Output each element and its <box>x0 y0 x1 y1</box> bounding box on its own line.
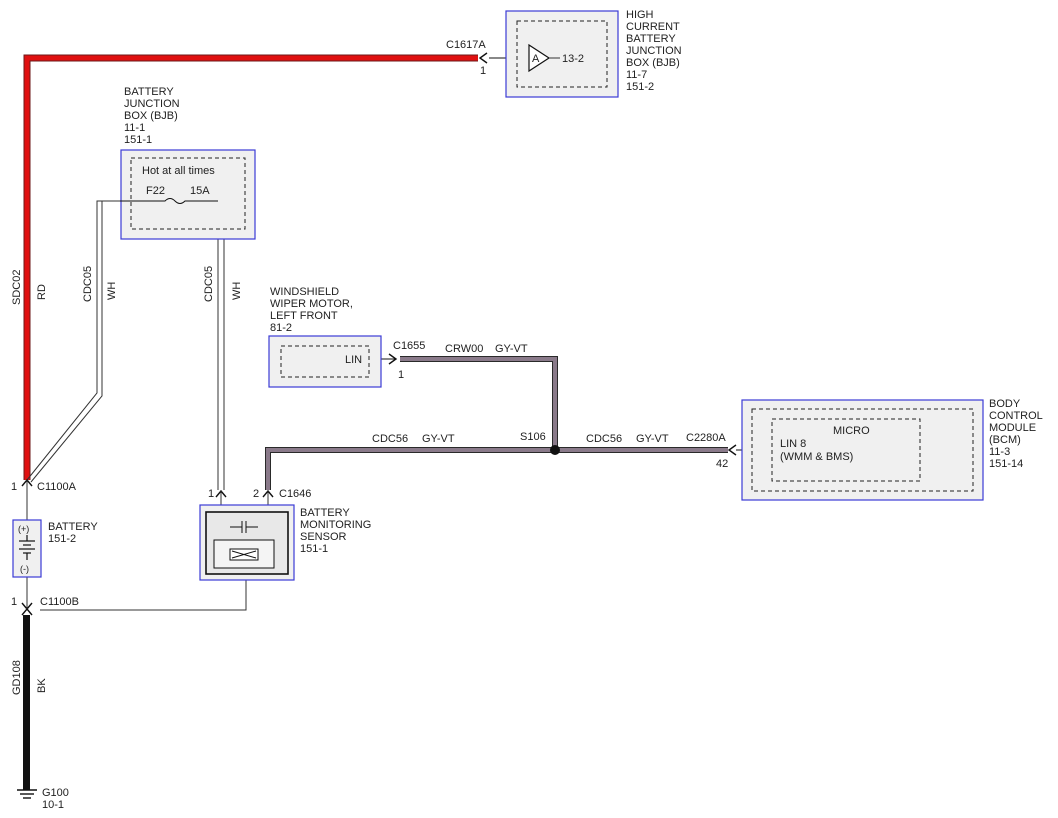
bcm-label-5: 11-3 <box>989 446 1010 458</box>
sensor-capacitor-icon <box>230 521 258 533</box>
component-hcbjb: A 13-2 HIGH CURRENT BATTERY JUNCTION BOX… <box>505 9 682 98</box>
bjb-label-1: BATTERY <box>124 86 174 98</box>
bms-label-3: SENSOR <box>300 531 347 543</box>
wire-gd108-circuit: GD108 <box>11 660 23 695</box>
bjb-fuse-rating: 15A <box>190 185 210 197</box>
battery-plus: (+) <box>18 524 29 534</box>
bcm-micro-title: MICRO <box>833 425 870 437</box>
wire-crw00-color: GY-VT <box>495 343 528 355</box>
wire-crw00-circuit: CRW00 <box>445 343 483 355</box>
c1617a-pin: 1 <box>480 65 486 77</box>
bcm-label-2: CONTROL <box>989 410 1043 422</box>
component-battery-monitoring-sensor: BATTERY MONITORING SENSOR 151-1 <box>199 504 371 581</box>
fuse-link-icon <box>528 43 551 73</box>
wire-cdc05-left-circuit: CDC05 <box>82 266 94 302</box>
bjb-label-2: JUNCTION <box>124 98 180 110</box>
hcbjb-label-5: BOX (BJB) <box>626 57 680 69</box>
component-wiper-motor: LIN WINDSHIELD WIPER MOTOR, LEFT FRONT 8… <box>268 286 382 388</box>
bcm-label-3: MODULE <box>989 422 1036 434</box>
wire-cdc56-right-color: GY-VT <box>636 433 669 445</box>
bcm-label-4: (BCM) <box>989 434 1021 446</box>
sensor-resistor-icon <box>229 548 259 561</box>
wiper-label-2: WIPER MOTOR, <box>270 298 353 310</box>
wire-cdc56-left <box>265 447 555 490</box>
wire-cdc05-left-color: WH <box>106 282 118 300</box>
wiper-pin-label: LIN <box>345 354 362 366</box>
c2280a-arrow <box>727 444 737 456</box>
ground-icon <box>17 789 37 799</box>
component-bcm: MICRO LIN 8 (WMM & BMS) BODY CONTROL MOD… <box>741 398 1043 501</box>
c1617a-arrow <box>478 52 488 64</box>
c1655-name: C1655 <box>393 340 425 352</box>
bcm-micro-line-1: LIN 8 <box>780 438 806 450</box>
wire-cdc56-left-color: GY-VT <box>422 433 455 445</box>
bjb-label-5: 151-1 <box>124 134 152 146</box>
wiper-label-3: LEFT FRONT <box>270 310 338 322</box>
battery-cells-icon <box>19 535 35 560</box>
c1100a-pin: 1 <box>11 481 17 493</box>
component-bjb: Hot at all times F22 15A BATTERY JUNCTIO… <box>120 86 256 240</box>
bjb-fuse-id: F22 <box>146 185 165 197</box>
wire-cdc05-right-color: WH <box>231 282 243 300</box>
wiper-label-1: WINDSHIELD <box>270 286 339 298</box>
hcbjb-label-7: 151-2 <box>626 81 654 93</box>
battery-minus: (-) <box>20 564 29 574</box>
splice-s106-label: S106 <box>520 431 546 443</box>
c2280a-name: C2280A <box>686 432 726 444</box>
hcbjb-label-3: BATTERY <box>626 33 676 45</box>
c1100b-name: C1100B <box>40 596 79 608</box>
c1655-pin: 1 <box>398 369 404 381</box>
bjb-label-4: 11-1 <box>124 122 145 134</box>
c1617a-name: C1617A <box>446 39 486 51</box>
c1100b-pin: 1 <box>11 596 17 608</box>
wire-sensor-ground <box>40 580 247 611</box>
c2280a-pin: 42 <box>716 458 728 470</box>
hcbjb-label-1: HIGH <box>626 9 654 21</box>
wire-sdc02-color: RD <box>36 284 48 300</box>
wire-cdc05-right-circuit: CDC05 <box>203 266 215 302</box>
bcm-micro-line-2: (WMM & BMS) <box>780 451 853 463</box>
c1646-pin2: 2 <box>253 488 259 500</box>
c1646-name: C1646 <box>279 488 311 500</box>
hcbjb-label-4: JUNCTION <box>626 45 682 57</box>
hcbjb-pin-label: A <box>532 53 540 65</box>
wire-gd108 <box>23 615 30 790</box>
c1646-pin1: 1 <box>208 488 214 500</box>
bcm-label-6: 151-14 <box>989 458 1023 470</box>
wire-cdc05-right <box>183 200 225 490</box>
wire-cdc05-left <box>26 200 120 483</box>
bms-label-1: BATTERY <box>300 507 350 519</box>
splice-s106-dot <box>550 445 560 455</box>
component-battery: (+) (-) BATTERY 151-2 <box>12 519 98 578</box>
wire-sdc02 <box>23 54 478 480</box>
ground-label-1: G100 <box>42 787 69 799</box>
hcbjb-label-2: CURRENT <box>626 21 680 33</box>
bcm-label-1: BODY <box>989 398 1021 410</box>
wire-gd108-color: BK <box>36 678 48 693</box>
bjb-label-3: BOX (BJB) <box>124 110 178 122</box>
bms-label-2: MONITORING <box>300 519 371 531</box>
bms-label-4: 151-1 <box>300 543 328 555</box>
wiper-label-4: 81-2 <box>270 322 292 334</box>
ground-label-2: 10-1 <box>42 799 64 811</box>
battery-label-1: BATTERY <box>48 521 98 533</box>
c1100a-name: C1100A <box>37 481 77 493</box>
wire-cdc56-right-circuit: CDC56 <box>586 433 622 445</box>
wire-cdc56-left-circuit: CDC56 <box>372 433 408 445</box>
hcbjb-pin-ref: 13-2 <box>562 53 584 65</box>
wire-sdc02-circuit: SDC02 <box>11 270 23 305</box>
hcbjb-label-6: 11-7 <box>626 69 647 81</box>
wire-crw00 <box>400 356 558 450</box>
bjb-inner-title: Hot at all times <box>142 165 215 177</box>
fuse-icon <box>120 198 218 204</box>
battery-label-2: 151-2 <box>48 533 76 545</box>
